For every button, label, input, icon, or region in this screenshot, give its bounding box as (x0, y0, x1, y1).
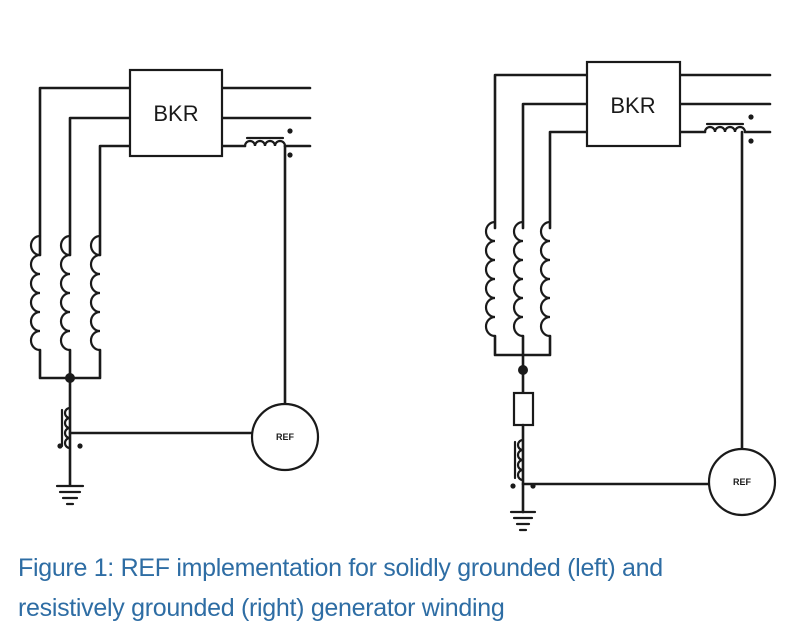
right-ref-relay (707, 447, 777, 517)
right-neutral-ct-polarity-dot (510, 483, 516, 489)
right-breaker-box (585, 60, 682, 148)
right-neutral-ct (516, 438, 525, 482)
left-ground-symbol (55, 484, 85, 506)
caption-line-2: resistively grounded (right) generator w… (18, 594, 505, 622)
caption-line-1: Figure 1: REF implementation for solidly… (18, 554, 663, 582)
left-breaker-label: BKR (153, 101, 198, 126)
right-winding-b (512, 220, 525, 338)
right-ground-symbol (509, 510, 537, 532)
left-phase-ct-polarity-dot (287, 152, 293, 158)
left-phase-ct (243, 139, 287, 148)
right-breaker-label: BKR (610, 93, 655, 118)
left-phase-ct-polarity-dot (287, 128, 293, 134)
left-winding-b (59, 234, 72, 352)
left-breaker-box (128, 68, 224, 158)
left-winding-c (89, 234, 102, 352)
ref-diagram: BKR REF (29, 60, 777, 532)
right-grounding-resistor (512, 391, 535, 427)
figure-caption: Figure 1: REF implementation for solidly… (18, 548, 788, 628)
right-winding-a (484, 220, 497, 338)
right-phase-ct-polarity-dot (748, 114, 754, 120)
right-phase-ct (703, 125, 747, 134)
right-ref-label: REF (733, 477, 752, 487)
right-diagram: BKR REF (484, 60, 777, 532)
left-neutral-ct (63, 406, 72, 450)
left-phase-b (68, 116, 312, 257)
left-diagram: BKR REF (29, 68, 320, 506)
left-ref-label: REF (276, 432, 295, 442)
left-winding-a (29, 234, 42, 352)
left-phase-c (98, 144, 247, 257)
left-ref-relay (250, 402, 320, 472)
right-winding-c (539, 220, 552, 338)
right-phase-b (521, 102, 772, 230)
right-phase-ct-polarity-dot (748, 138, 754, 144)
left-neutral-ct-polarity-dot (57, 443, 63, 449)
left-neutral-ct-polarity-dot (77, 443, 83, 449)
